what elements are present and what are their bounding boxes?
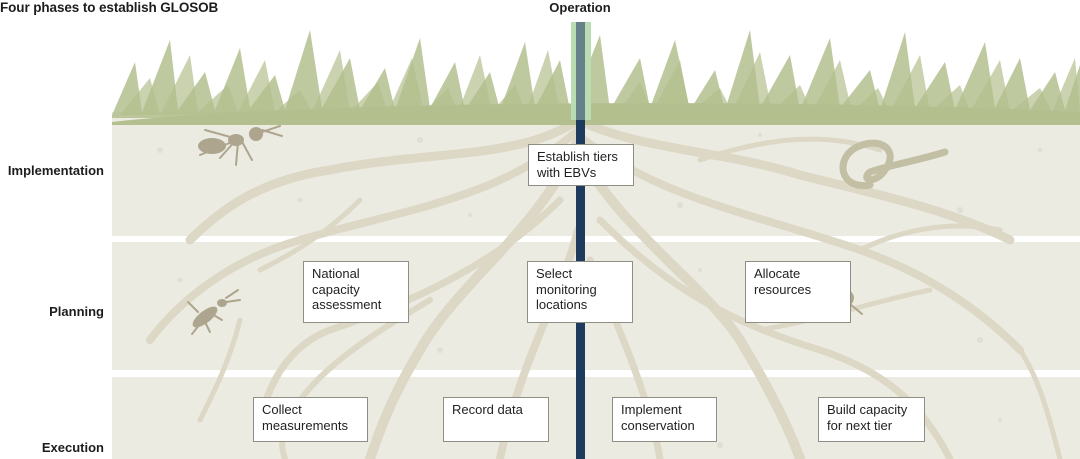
step-box-build-capacity: Build capacity for next tier bbox=[818, 397, 925, 442]
grass-icon bbox=[112, 30, 1080, 125]
beetle-icon bbox=[187, 289, 241, 335]
phase-label-implementation: Implementation bbox=[7, 163, 104, 178]
phase-label-planning: Planning bbox=[49, 304, 104, 319]
operation-stem bbox=[576, 22, 585, 459]
phase-label-execution: Execution bbox=[41, 440, 104, 455]
worm-icon bbox=[839, 139, 949, 189]
step-box-establish-tiers: Establish tiers with EBVs bbox=[528, 144, 634, 186]
diagram-title: Four phases to establish GLOSOB bbox=[0, 0, 219, 15]
step-box-record-data: Record data bbox=[443, 397, 549, 442]
step-box-collect-measurements: Collect measurements bbox=[253, 397, 368, 442]
ant-icon bbox=[198, 125, 283, 166]
operation-axis-label: Operation bbox=[549, 0, 611, 15]
step-box-capacity-assessment: National capacity assessment bbox=[303, 261, 409, 323]
step-box-allocate-resources: Allocate resources bbox=[745, 261, 851, 323]
step-box-implement-conservation: Implement conservation bbox=[612, 397, 717, 442]
step-box-monitoring-locations: Select monitoring locations bbox=[527, 261, 633, 323]
